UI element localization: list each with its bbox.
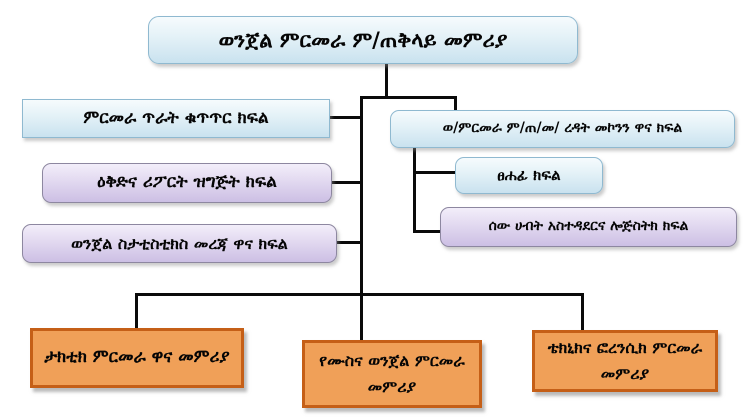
connector-root-horizontal (360, 96, 457, 99)
connector-bottom-right-drop (581, 293, 584, 332)
node-plan-report-preparation-division: ዕቅድና ሪፖርት ዝግጅት ክፍል (42, 163, 332, 203)
node-investigation-quality-control-division: ምርመራ ጥራት ቁጥጥር ክፍል (22, 99, 330, 138)
connector-hr-logistics-stub (416, 230, 440, 233)
node-label: ፀሐፊ ክፍል (497, 166, 561, 185)
node-secretary-division: ፀሐፊ ክፍል (455, 157, 603, 194)
root-node-crime-investigation-deputy-hq: ወንጀል ምርመራ ም/ጠቅላይ መምሪያ (148, 16, 578, 64)
node-tactical-investigation-directorate: ታክቲክ ምርመራ ዋና መምሪያ (30, 328, 244, 388)
connector-left-stub-2 (332, 181, 360, 184)
node-hr-logistics-division: ሰው ሀብት አስተዳደርና ሎጅስትክ ክፍል (440, 207, 737, 247)
connector-root-vertical (385, 64, 388, 98)
connector-left-stub-3 (337, 241, 360, 244)
node-label: የሙስና ወንጀል ምርመራ መምሪያ (319, 351, 465, 396)
connector-bottom-left-drop (135, 293, 138, 330)
node-corruption-crime-investigation-directorate: የሙስና ወንጀል ምርመራ መምሪያ (302, 340, 482, 408)
connector-left-trunk (360, 96, 363, 342)
connector-right-branch (454, 96, 457, 112)
connector-left-stub-1 (330, 116, 360, 119)
node-technical-forensic-investigation-directorate: ቴክኒክና ፎረንሲክ ምርመራ መምሪያ (532, 330, 718, 392)
node-label: ሰው ሀብት አስተዳደርና ሎጅስትክ ክፍል (488, 218, 689, 235)
node-label: ዕቅድና ሪፖርት ዝግጅት ክፍል (97, 172, 277, 193)
node-label: ምርመራ ጥራት ቁጥጥር ክፍል (83, 107, 269, 128)
connector-bottom-horizontal (135, 293, 584, 296)
connector-right-child-trunk (413, 148, 416, 233)
root-node-label: ወንጀል ምርመራ ም/ጠቅላይ መምሪያ (218, 27, 508, 52)
node-label: ወንጀል ስታቲስቲክስ መረጃ ዋና ክፍል (71, 233, 288, 253)
node-label: ቴክኒክና ፎረንሲክ ምርመራ መምሪያ (547, 338, 703, 383)
node-crime-statistics-information-division: ወንጀል ስታቲስቲክስ መረጃ ዋና ክፍል (22, 224, 337, 263)
node-label: ወ/ምርመራ ም/ጠ/መ/ ረዳት መኮንን ዋና ክፍል (442, 120, 683, 137)
node-label: ታክቲክ ምርመራ ዋና መምሪያ (44, 347, 230, 368)
node-assistant-officer-main-division: ወ/ምርመራ ም/ጠ/መ/ ረዳት መኮንን ዋና ክፍል (390, 110, 735, 148)
connector-secretary-stub (416, 171, 455, 174)
